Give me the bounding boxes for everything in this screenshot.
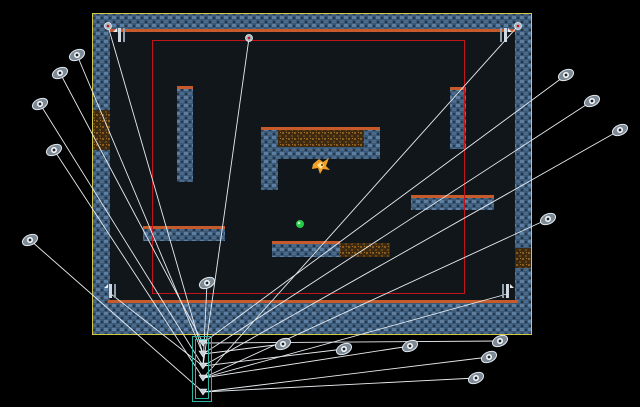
- eye-pod-icon[interactable]: [514, 22, 522, 30]
- player-character[interactable]: [312, 158, 330, 174]
- hub-column[interactable]: [192, 336, 212, 402]
- hub-slot-icon[interactable]: [198, 374, 208, 382]
- link-line: [202, 348, 345, 367]
- upper-ledge-edge: [261, 127, 380, 130]
- eye-pod-icon[interactable]: [31, 96, 50, 112]
- pillar-left[interactable]: [177, 88, 193, 182]
- eye-pod-icon[interactable]: [611, 122, 630, 138]
- right-ledge[interactable]: [411, 197, 494, 210]
- hub-slot-icon[interactable]: [198, 350, 208, 358]
- eye-pod-icon[interactable]: [583, 93, 602, 109]
- link-line: [202, 293, 508, 379]
- link-line: [202, 377, 477, 393]
- wall-left: [92, 13, 110, 335]
- room-walls: [92, 13, 532, 335]
- eye-pod-icon[interactable]: [467, 370, 486, 386]
- link-line: [202, 343, 284, 355]
- link-line: [202, 340, 501, 344]
- goal-orb-highlight: [297, 221, 301, 225]
- middle-ledge-moss: [340, 243, 390, 257]
- eye-pod-icon[interactable]: [245, 34, 253, 42]
- right-ledge-edge: [411, 195, 494, 198]
- flame-bird-icon[interactable]: [312, 158, 330, 174]
- pillar-right[interactable]: [450, 89, 466, 149]
- link-line: [202, 25, 519, 379]
- eye-pod-icon[interactable]: [401, 338, 420, 354]
- wall-bottom-edge: [108, 300, 518, 303]
- eye-pod-icon[interactable]: [68, 47, 87, 63]
- hub-slot-icon[interactable]: [198, 388, 208, 396]
- wall-right: [515, 13, 532, 335]
- platforms: [143, 86, 494, 257]
- green-orb-icon[interactable]: [296, 220, 304, 228]
- eye-pod-icon[interactable]: [539, 211, 558, 227]
- hub-slot-icon[interactable]: [198, 339, 208, 347]
- wall-right-moss: [515, 248, 532, 268]
- eye-pod-icon[interactable]: [45, 142, 64, 158]
- link-line: [202, 74, 567, 344]
- eye-pod-icon[interactable]: [51, 65, 70, 81]
- hub-box-outer[interactable]: [192, 336, 212, 402]
- eye-pod-icon[interactable]: [21, 232, 40, 248]
- hub-box-inner[interactable]: [195, 339, 209, 399]
- link-line: [202, 37, 250, 367]
- wall-top-edge: [108, 29, 518, 32]
- upper-ledge-moss: [278, 129, 364, 147]
- bracket-spawner-icon[interactable]: [502, 284, 514, 298]
- link-line: [53, 149, 204, 379]
- link-line: [202, 356, 490, 393]
- wall-left-moss: [92, 110, 110, 150]
- eye-pod-icon[interactable]: [198, 275, 217, 291]
- wall-top: [92, 13, 532, 31]
- link-line: [39, 103, 204, 367]
- link-line: [202, 129, 621, 367]
- eye-pod-icon[interactable]: [491, 333, 510, 349]
- bracket-spawner-icon[interactable]: [104, 284, 116, 298]
- middle-ledge-edge: [272, 241, 340, 244]
- link-line: [29, 239, 204, 393]
- link-line: [76, 54, 204, 355]
- link-line: [107, 25, 204, 355]
- pillar-left-cap: [177, 86, 193, 89]
- pillar-right-cap: [450, 87, 466, 90]
- left-ledge[interactable]: [143, 228, 225, 241]
- eye-pod-icon[interactable]: [274, 336, 293, 352]
- wall-bottom: [92, 302, 532, 335]
- eye-pod-icon[interactable]: [480, 349, 499, 365]
- upper-ledge-stem[interactable]: [261, 150, 278, 190]
- left-ledge-edge: [143, 226, 225, 229]
- link-line: [202, 100, 593, 355]
- link-lines: [29, 25, 621, 393]
- link-line: [110, 293, 204, 367]
- bracket-spawner-icon[interactable]: [500, 28, 512, 42]
- link-line: [202, 345, 411, 379]
- hub-slot-icon[interactable]: [198, 362, 208, 370]
- eye-pod-icon[interactable]: [557, 67, 576, 83]
- goal-orb[interactable]: [296, 220, 304, 228]
- link-line: [202, 218, 549, 379]
- bracket-spawner-icon[interactable]: [113, 28, 125, 42]
- room-border[interactable]: [92, 13, 532, 335]
- eye-pod-icon[interactable]: [104, 22, 112, 30]
- eye-pod-icon[interactable]: [335, 341, 354, 357]
- room-background: [92, 13, 532, 335]
- camera-bounds[interactable]: [152, 40, 465, 294]
